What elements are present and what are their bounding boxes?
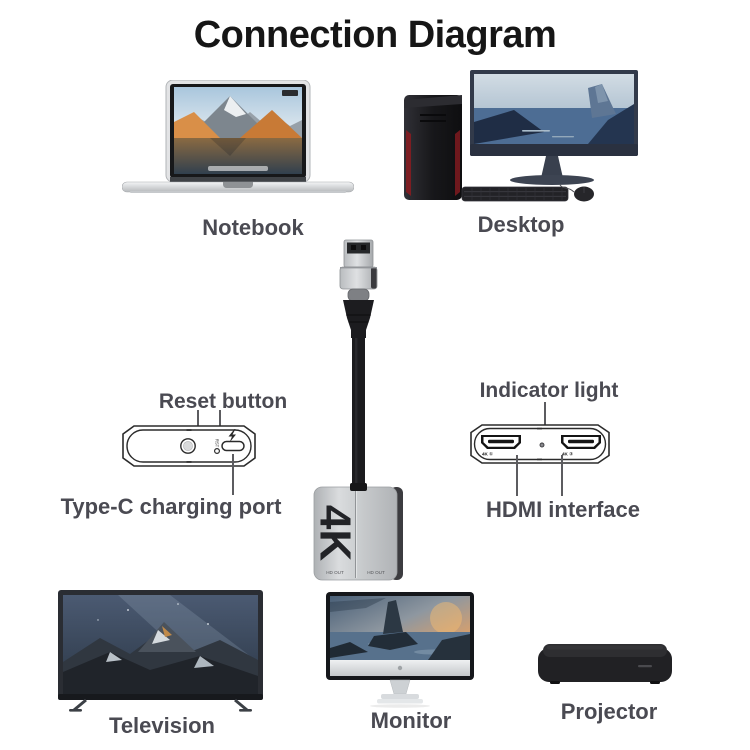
television-wallpaper bbox=[63, 595, 258, 694]
desktop-monitor bbox=[470, 70, 638, 156]
cable bbox=[352, 334, 365, 492]
mouse bbox=[559, 184, 594, 202]
monitor-image bbox=[326, 592, 474, 708]
tower-red-accent bbox=[406, 130, 411, 196]
leader-line-reset-a bbox=[197, 410, 199, 427]
hdmi-endview-drawing: 4K ① 4K ② bbox=[470, 424, 610, 464]
usb-a-plug bbox=[343, 239, 374, 268]
page-title: Connection Diagram bbox=[193, 14, 557, 56]
rst-print: RST bbox=[215, 439, 220, 448]
leader-line-hdmi-2 bbox=[561, 455, 563, 496]
cable-strain-relief bbox=[343, 300, 374, 338]
leader-line-hdmi-1 bbox=[516, 455, 518, 496]
notebook-image bbox=[122, 80, 354, 193]
hdmi-port-1: 4K ① bbox=[481, 435, 521, 457]
hdmi-port-1-print: 4K ① bbox=[482, 452, 493, 457]
adapter-body: 4K HD OUT HD OUT bbox=[311, 483, 403, 581]
leader-line-indicator bbox=[544, 402, 546, 440]
monitor-stand bbox=[541, 156, 563, 178]
hdmi-interface-label: HDMI interface bbox=[485, 497, 641, 522]
hdmi-port-2-print: 4K ② bbox=[562, 452, 573, 457]
adapter-image: 4K HD OUT HD OUT bbox=[311, 239, 403, 581]
hd-out-right-print: HD OUT bbox=[367, 570, 385, 575]
reset-endview-drawing: RST bbox=[122, 425, 256, 467]
notebook-label: Notebook bbox=[202, 215, 304, 240]
television-legs bbox=[69, 698, 252, 712]
reset-button-label: Reset button bbox=[158, 390, 288, 413]
projector-label: Projector bbox=[560, 699, 658, 724]
adapter-4k-print: 4K bbox=[311, 505, 360, 561]
type-c-port-label: Type-C charging port bbox=[60, 494, 282, 519]
desktop-label: Desktop bbox=[477, 212, 565, 237]
monitor-label: Monitor bbox=[370, 708, 452, 733]
big-button bbox=[180, 438, 196, 454]
leader-line-type-c bbox=[232, 454, 234, 495]
lightning-bolt-icon bbox=[228, 429, 236, 443]
hd-out-left-print: HD OUT bbox=[326, 570, 344, 575]
hdmi-port-2: 4K ② bbox=[561, 435, 601, 457]
reset-hole: RST bbox=[213, 439, 220, 455]
desktop-tower bbox=[404, 95, 462, 200]
indicator-light-label: Indicator light bbox=[479, 379, 619, 402]
type-c-port bbox=[221, 440, 245, 452]
indicator-dot bbox=[539, 442, 545, 448]
usb-c-plug bbox=[347, 288, 370, 302]
projector-image bbox=[538, 644, 672, 684]
desktop-image bbox=[404, 70, 638, 202]
television-image bbox=[58, 590, 263, 712]
television-label: Television bbox=[109, 713, 215, 738]
usb-c-sleeve bbox=[339, 266, 378, 290]
notebook-wallpaper bbox=[174, 87, 302, 174]
keyboard bbox=[461, 186, 569, 202]
monitor-wallpaper bbox=[330, 596, 470, 660]
monitor-stand bbox=[370, 679, 430, 708]
